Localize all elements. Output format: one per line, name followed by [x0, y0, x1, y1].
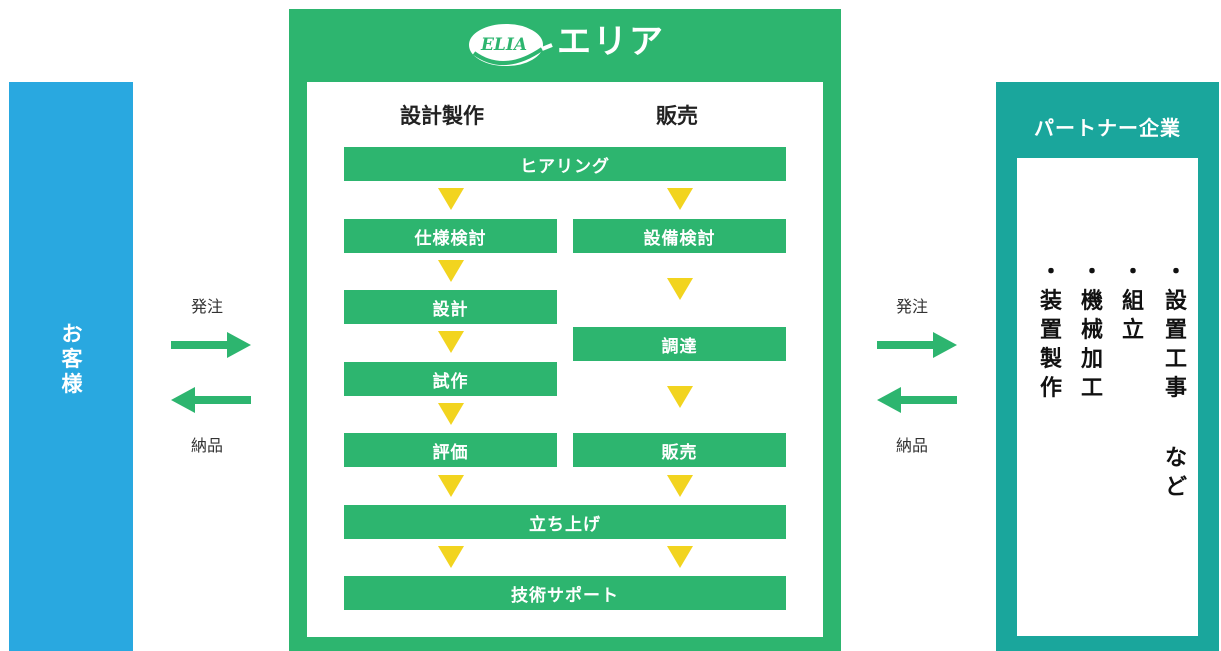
order-arrow-left-icon: [171, 332, 251, 358]
logo-text: ELIA: [480, 35, 527, 55]
customer-panel: [9, 82, 133, 651]
bullet: ・: [1121, 260, 1144, 285]
partner-title: パートナー企業: [1034, 116, 1181, 140]
step-sales: 販売: [573, 433, 786, 467]
bullet: ・: [1080, 260, 1103, 285]
step-prototype: 試作: [344, 362, 557, 396]
partner-item-text: 装置製作: [1039, 289, 1062, 401]
flow-arrow-icon: [438, 331, 464, 353]
flow-arrow-icon: [667, 546, 693, 568]
flow-arrow-icon: [667, 278, 693, 300]
partner-item-installation: ・ 設置工事: [1162, 258, 1190, 403]
flow-arrow-icon: [438, 546, 464, 568]
order-arrow-right-icon: [877, 332, 957, 358]
flow-arrow-icon: [667, 475, 693, 497]
partner-etc: など: [1164, 446, 1187, 500]
order-label-left: 発注: [191, 297, 224, 316]
step-procurement: 調達: [573, 327, 786, 361]
flow-arrow-icon: [438, 260, 464, 282]
customer-label: お客様: [61, 322, 83, 396]
deliver-arrow-right-icon: [877, 387, 957, 413]
step-startup: 立ち上げ: [344, 505, 786, 539]
column-header-design: 設計製作: [400, 104, 484, 128]
deliver-label-left: 納品: [191, 436, 224, 455]
step-evaluation: 評価: [344, 433, 557, 467]
company-title: エリア: [557, 22, 665, 62]
flow-arrow-icon: [438, 188, 464, 210]
partner-item-text: 組立: [1121, 289, 1144, 343]
order-label-right: 発注: [896, 297, 929, 316]
step-equipment-review: 設備検討: [573, 219, 786, 253]
step-support: 技術サポート: [344, 576, 786, 610]
partner-content-box: [1017, 158, 1198, 636]
bullet: ・: [1039, 260, 1062, 285]
partner-item-machining: ・ 機械加工: [1078, 258, 1106, 403]
flow-arrow-icon: [667, 188, 693, 210]
column-header-sales: 販売: [656, 104, 698, 128]
deliver-arrow-left-icon: [171, 387, 251, 413]
company-logo: ELIA: [467, 22, 553, 68]
partner-item-device-fabrication: ・ 装置製作: [1037, 258, 1065, 403]
flow-arrow-icon: [438, 475, 464, 497]
deliver-label-right: 納品: [896, 436, 929, 455]
partner-item-assembly: ・ 組立: [1119, 258, 1147, 345]
flow-arrow-icon: [667, 386, 693, 408]
partner-item-text: 設置工事: [1164, 289, 1187, 401]
step-spec-review: 仕様検討: [344, 219, 557, 253]
partner-item-text: 機械加工: [1080, 289, 1103, 401]
step-design: 設計: [344, 290, 557, 324]
bullet: ・: [1164, 260, 1187, 285]
flow-arrow-icon: [438, 403, 464, 425]
step-hearing: ヒアリング: [344, 147, 786, 181]
